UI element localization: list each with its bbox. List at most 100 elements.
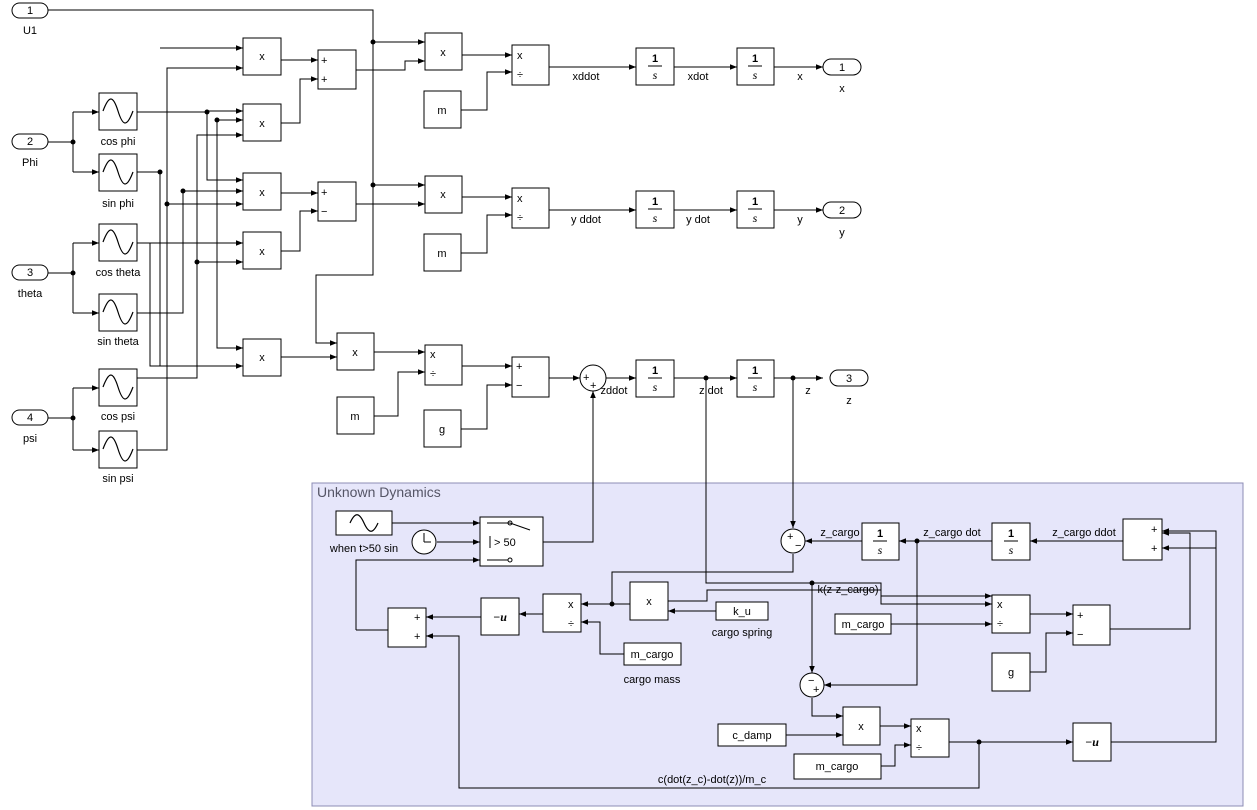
product-block-u1-x[interactable]: x [424,32,463,71]
sum-circle-velocity-diff[interactable]: − + [799,672,825,698]
integrator-xdot[interactable]: 1 s [635,47,675,86]
subsystem-signal-labels: z_cargo z_cargo dot z_cargo ddot k(z-z_c… [658,527,1116,786]
svg-text:k(z-z_cargo): k(z-z_cargo) [817,584,878,596]
svg-text:1: 1 [839,62,845,74]
svg-text:m: m [350,411,359,423]
svg-text:y ddot: y ddot [571,214,601,226]
svg-text:cos psi: cos psi [101,411,135,423]
product-block-u1-y[interactable]: x [424,175,463,214]
switch-block[interactable]: > 50 [479,516,544,567]
product-block-4[interactable]: x [242,231,282,270]
product-block-2[interactable]: x [242,103,282,142]
svg-text:+: + [583,372,589,384]
product-block-damp[interactable]: x [842,706,881,746]
svg-text:x: x [568,599,574,611]
inport-phi[interactable]: 2 Phi [11,133,49,169]
svg-text:4: 4 [27,412,33,424]
outport-x[interactable]: 1 x [822,58,862,95]
svg-text:sin phi: sin phi [102,198,134,210]
outport-z[interactable]: 3 z [829,369,869,407]
sine-wave-source[interactable]: when t>50 sin [329,510,398,555]
divide-block-y[interactable]: x ÷ [511,187,550,229]
svg-text:x: x [259,118,265,130]
inport-u1[interactable]: 1 U1 [11,2,49,37]
sin-phi-block[interactable]: sin phi [98,153,138,210]
negate-gain-spring[interactable]: −u [480,597,520,636]
sum-block-feedback[interactable]: + + [387,607,427,648]
mass-constant-z[interactable]: m [336,396,375,435]
sum-circle-z-cargo[interactable]: + − [780,528,806,554]
cos-phi-block[interactable]: cos phi [98,92,138,148]
svg-text:÷: ÷ [916,742,922,754]
svg-text:+: + [516,361,522,373]
integrator-x[interactable]: 1 s [736,47,775,86]
integrator-zdot[interactable]: 1 s [635,359,675,398]
svg-text:cargo mass: cargo mass [624,674,681,686]
svg-text:cargo spring: cargo spring [712,627,773,639]
negate-gain-damp[interactable]: −u [1072,722,1112,762]
svg-text:k_u: k_u [733,606,751,618]
sin-psi-block[interactable]: sin psi [98,430,138,485]
product-block-u1-z[interactable]: x [336,332,375,371]
k-u-constant[interactable]: k_u cargo spring [712,601,773,639]
product-block-spring[interactable]: x [629,581,669,621]
m-cargo-constant-damp[interactable]: m_cargo [793,753,882,780]
svg-text:+: + [321,187,327,199]
svg-text:x: x [797,71,803,83]
c-damp-constant[interactable]: c_damp [717,723,787,747]
svg-text:xddot: xddot [573,71,600,83]
integrator-z-cargo-dot[interactable]: 1 s [991,522,1031,561]
svg-text:m_cargo: m_cargo [816,761,859,773]
mass-constant-x[interactable]: m [423,90,462,129]
sum-block-z-cargo-ddot[interactable]: + + [1122,518,1163,561]
product-block-1[interactable]: x [242,37,282,76]
divide-block-damp[interactable]: x ÷ [910,718,950,758]
sum-block-x[interactable]: + + [317,49,357,90]
sum-block-z-gravity[interactable]: + − [511,356,550,398]
svg-text:+: + [321,74,327,86]
inport-psi[interactable]: 4 psi [11,409,49,445]
svg-text:1: 1 [27,5,33,17]
svg-text:x: x [517,50,523,62]
divide-block-x[interactable]: x ÷ [511,44,550,86]
svg-text:+: + [1151,524,1157,536]
outport-y[interactable]: 2 y [822,201,862,239]
svg-text:3: 3 [27,267,33,279]
product-block-5[interactable]: x [242,338,282,377]
sin-theta-block[interactable]: sin theta [97,293,140,348]
svg-text:x: x [839,83,845,95]
gravity-constant-cargo[interactable]: g [991,652,1031,692]
cos-theta-block[interactable]: cos theta [96,223,142,279]
svg-text:s: s [753,380,758,394]
divide-block-cargo[interactable]: x ÷ [991,594,1031,634]
integrator-z[interactable]: 1 s [736,359,775,398]
gravity-constant[interactable]: g [423,409,462,448]
svg-text:−: − [321,206,327,218]
svg-text:1: 1 [652,365,658,377]
cos-psi-block[interactable]: cos psi [98,368,138,423]
svg-text:y: y [797,214,803,226]
mass-constant-y[interactable]: m [423,233,462,272]
integrator-y[interactable]: 1 s [736,190,775,229]
divide-block-z[interactable]: x ÷ [424,344,463,386]
svg-text:+: + [1077,610,1083,622]
product-block-3[interactable]: x [242,172,282,211]
svg-text:s: s [878,543,883,557]
svg-text:+: + [787,531,793,543]
m-cargo-constant[interactable]: m_cargo [834,613,892,635]
m-cargo-constant-spring[interactable]: m_cargo cargo mass [623,642,682,686]
divide-block-spring[interactable]: x ÷ [542,593,582,633]
sum-circle-zddot[interactable]: + + [579,364,607,392]
integrator-ydot[interactable]: 1 s [635,190,675,229]
svg-text:−: − [1077,629,1083,641]
svg-text:cos theta: cos theta [96,267,142,279]
clock-icon[interactable] [411,529,437,555]
svg-text:x: x [259,246,265,258]
sum-block-cargo-gravity[interactable]: + − [1072,604,1111,646]
svg-text:+: + [414,631,420,643]
sum-block-y[interactable]: + − [317,181,357,222]
integrator-z-cargo[interactable]: 1 s [861,522,900,561]
svg-text:m: m [437,105,446,117]
svg-text:sin theta: sin theta [97,336,139,348]
inport-theta[interactable]: 3 theta [11,264,49,300]
